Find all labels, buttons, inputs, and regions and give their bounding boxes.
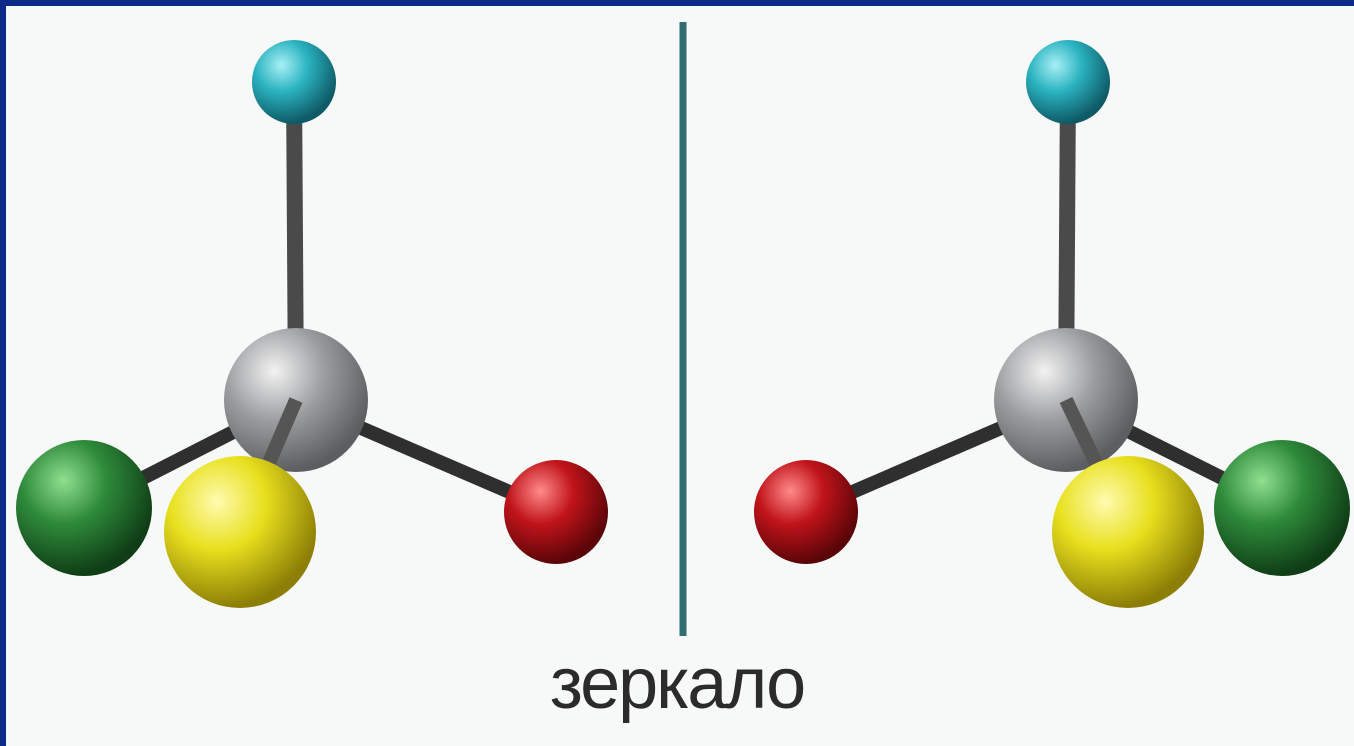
left-molecule (16, 40, 608, 608)
atom-left-red (504, 460, 608, 564)
mirror-label: зеркало (549, 644, 806, 724)
atom-left-yellow (164, 456, 316, 608)
atom-left-teal (252, 40, 336, 124)
atom-left-green (16, 440, 152, 576)
atom-right-red (754, 460, 858, 564)
atom-right-teal (1026, 40, 1110, 124)
atom-right-green (1214, 440, 1350, 576)
right-molecule (754, 40, 1350, 608)
atom-right-yellow (1052, 456, 1204, 608)
